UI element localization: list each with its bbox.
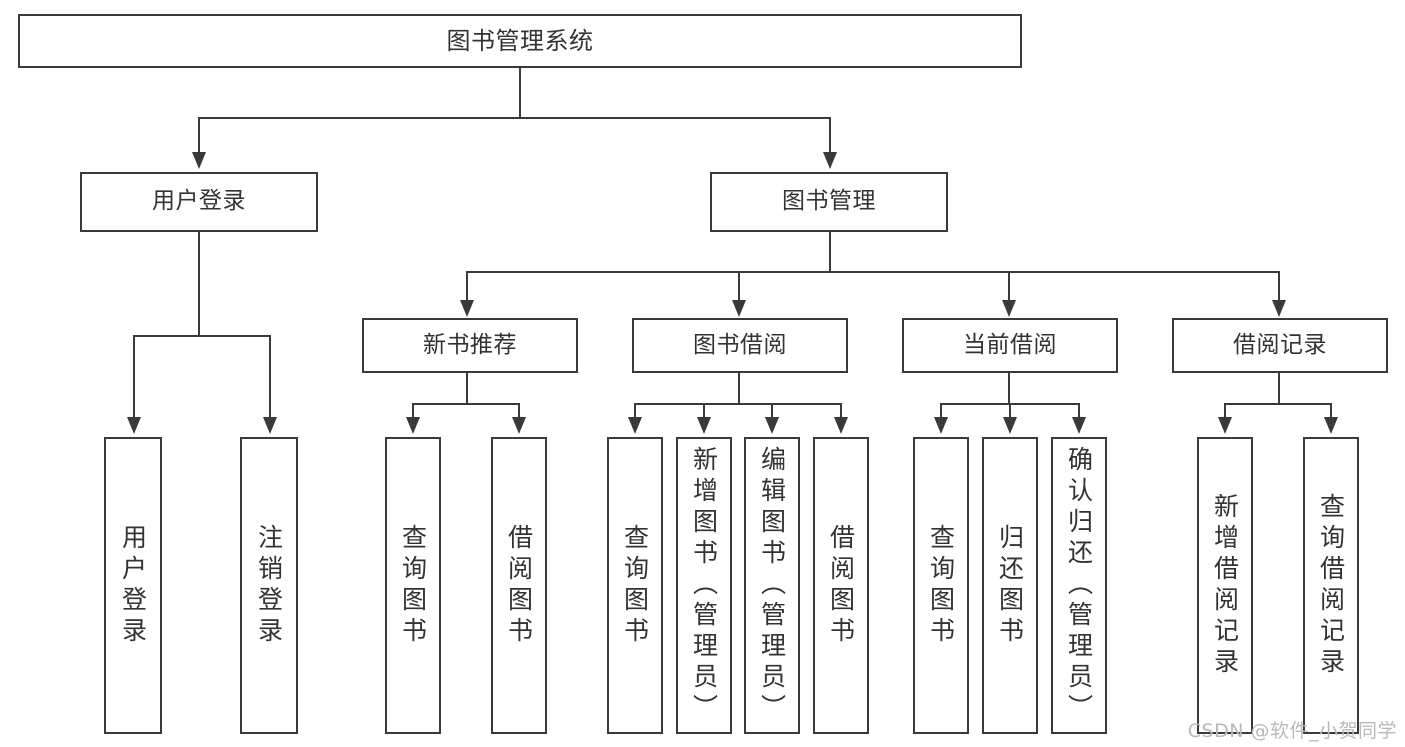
leaf-query-record[interactable]: 查询借阅记录 <box>1303 437 1359 734</box>
leaf-edit-book[interactable]: 编辑图书（管理员） <box>744 437 800 734</box>
node-label: 图书管理 <box>782 188 876 215</box>
connector-book-borrow-stem <box>738 373 741 405</box>
connector-drop-leaf-user-login <box>133 335 136 418</box>
node-label: 查询图书 <box>398 523 428 648</box>
node-label: 借阅图书 <box>826 523 856 648</box>
leaf-add-record[interactable]: 新增借阅记录 <box>1197 437 1253 734</box>
node-label: 借阅记录 <box>1233 331 1327 358</box>
node-root-book-management-system[interactable]: 图书管理系统 <box>18 14 1022 68</box>
connector-drop-leaf-add-book <box>703 403 706 418</box>
node-label: 归还图书 <box>995 523 1025 648</box>
node-label: 图书管理系统 <box>446 26 594 55</box>
leaf-return-book[interactable]: 归还图书 <box>982 437 1038 734</box>
node-label: 注销登录 <box>254 523 284 648</box>
node-label: 确认归还（管理员） <box>1064 446 1094 725</box>
leaf-borrow-book-2[interactable]: 借阅图书 <box>813 437 869 734</box>
connector-drop-leaf-query-book-3 <box>940 403 943 418</box>
arrowhead-book-manage <box>823 152 837 169</box>
leaf-query-book-1[interactable]: 查询图书 <box>385 437 441 734</box>
arrowhead-borrow-record <box>1272 300 1286 317</box>
node-label: 查询图书 <box>620 523 650 648</box>
leaf-query-book-2[interactable]: 查询图书 <box>607 437 663 734</box>
arrowhead-leaf-query-book-1 <box>406 417 420 434</box>
connector-drop-book-borrow <box>738 271 741 301</box>
arrowhead-new-book-recommend <box>460 300 474 317</box>
connector-level3-bus <box>466 271 1280 274</box>
connector-root-stem <box>519 68 522 117</box>
connector-borrow-record-bus <box>1224 403 1332 406</box>
node-label: 新书推荐 <box>423 331 517 358</box>
connector-drop-leaf-query-book-2 <box>634 403 637 418</box>
node-label: 图书借阅 <box>693 331 787 358</box>
arrowhead-leaf-borrow-book-2 <box>834 417 848 434</box>
arrowhead-book-borrow <box>732 300 746 317</box>
node-label: 查询借阅记录 <box>1316 492 1346 679</box>
leaf-add-book[interactable]: 新增图书（管理员） <box>676 437 732 734</box>
node-book-manage[interactable]: 图书管理 <box>710 172 948 232</box>
connector-user-login-bus <box>133 335 271 338</box>
connector-book-borrow-bus <box>634 403 842 406</box>
connector-new-book-recommend-stem <box>466 373 469 405</box>
connector-drop-borrow-record <box>1278 271 1281 301</box>
arrowhead-leaf-return-book <box>1003 417 1017 434</box>
arrowhead-current-borrow <box>1002 300 1016 317</box>
connector-drop-book-manage <box>829 117 832 153</box>
connector-drop-leaf-logout-login <box>269 335 272 418</box>
arrowhead-leaf-logout-login <box>263 417 277 434</box>
leaf-user-login[interactable]: 用户登录 <box>104 437 162 734</box>
connector-borrow-record-stem <box>1278 373 1281 405</box>
arrowhead-leaf-query-book-2 <box>628 417 642 434</box>
arrowhead-leaf-query-book-3 <box>934 417 948 434</box>
node-label: 查询图书 <box>926 523 956 648</box>
arrowhead-leaf-add-record <box>1218 417 1232 434</box>
node-book-borrow[interactable]: 图书借阅 <box>632 318 848 373</box>
arrowhead-leaf-add-book <box>697 417 711 434</box>
connector-drop-current-borrow <box>1008 271 1011 301</box>
connector-new-book-recommend-bus <box>412 403 520 406</box>
connector-current-borrow-stem <box>1008 373 1011 405</box>
connector-drop-leaf-confirm-return <box>1078 403 1081 418</box>
arrowhead-leaf-edit-book <box>765 417 779 434</box>
node-label: 新增图书（管理员） <box>689 446 719 725</box>
connector-book-manage-stem <box>829 232 832 273</box>
node-user-login[interactable]: 用户登录 <box>80 172 318 232</box>
node-label: 新增借阅记录 <box>1210 492 1240 679</box>
node-label: 编辑图书（管理员） <box>757 446 787 725</box>
connector-drop-leaf-query-book-1 <box>412 403 415 418</box>
node-new-book-recommend[interactable]: 新书推荐 <box>362 318 578 373</box>
connector-user-login-stem <box>198 232 201 335</box>
connector-drop-leaf-add-record <box>1224 403 1227 418</box>
leaf-borrow-book-1[interactable]: 借阅图书 <box>491 437 547 734</box>
arrowhead-user-login <box>192 152 206 169</box>
connector-drop-leaf-borrow-book-2 <box>840 403 843 418</box>
connector-drop-leaf-query-record <box>1330 403 1333 418</box>
csdn-watermark: CSDN @软件_小贺同学 <box>1187 720 1397 742</box>
arrowhead-leaf-user-login <box>127 417 141 434</box>
connector-drop-user-login <box>198 117 201 153</box>
connector-drop-leaf-borrow-book-1 <box>518 403 521 418</box>
node-borrow-record[interactable]: 借阅记录 <box>1172 318 1388 373</box>
node-current-borrow[interactable]: 当前借阅 <box>902 318 1118 373</box>
arrowhead-leaf-borrow-book-1 <box>512 417 526 434</box>
connector-drop-leaf-edit-book <box>771 403 774 418</box>
leaf-query-book-3[interactable]: 查询图书 <box>913 437 969 734</box>
node-label: 借阅图书 <box>504 523 534 648</box>
node-label: 用户登录 <box>118 523 148 648</box>
arrowhead-leaf-confirm-return <box>1072 417 1086 434</box>
connector-level2-bus <box>198 117 831 120</box>
node-label: 当前借阅 <box>963 331 1057 358</box>
connector-drop-new-book-recommend <box>466 271 469 301</box>
leaf-logout-login[interactable]: 注销登录 <box>240 437 298 734</box>
node-label: 用户登录 <box>152 188 246 215</box>
arrowhead-leaf-query-record <box>1324 417 1338 434</box>
leaf-confirm-return[interactable]: 确认归还（管理员） <box>1051 437 1107 734</box>
connector-drop-leaf-return-book <box>1009 403 1012 418</box>
